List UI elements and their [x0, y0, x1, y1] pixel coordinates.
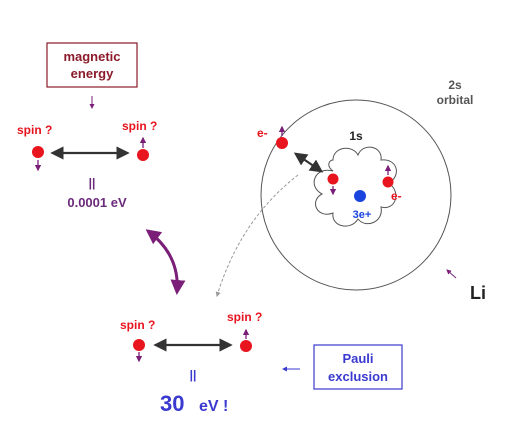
nucleus [354, 190, 366, 202]
orbital-2s-label-line1: 2s [448, 78, 462, 92]
bottom-energy-unit: eV ! [199, 398, 228, 415]
top-spin-right-label: spin ? [122, 119, 157, 133]
bottom-electron-left [133, 339, 145, 351]
pauli-label-line2: exclusion [328, 369, 388, 384]
orbital-1s-label: 1s [349, 129, 363, 143]
element-symbol: Li [470, 283, 486, 303]
electron-interaction-arrow [293, 152, 324, 173]
magnetic-energy-label-line2: energy [71, 66, 114, 81]
top-electron-left [32, 146, 44, 158]
top-electron-pair: spin ? spin ? || 0.0001 eV [17, 119, 157, 210]
orbital-1s-cloud [313, 146, 397, 227]
atom-to-pair-dashed-arrow [215, 174, 299, 297]
orbital-2s-label-line2: orbital [437, 93, 474, 107]
outer-electron-label: e- [257, 126, 268, 140]
bottom-electron-pair: spin ? spin ? || 30 eV ! [120, 310, 262, 416]
magnetic-energy-box: magnetic energy [46, 42, 138, 88]
bottom-spin-left-label: spin ? [120, 318, 155, 332]
bottom-electron-right [240, 340, 252, 352]
inner-electron-2 [382, 176, 394, 188]
nucleus-charge-label: 3e+ [353, 209, 372, 221]
lithium-atom: 2s orbital 1s 3e+ e- e- Li [257, 78, 486, 303]
top-equals-sign: || [89, 176, 96, 190]
bottom-equals-sign: || [190, 368, 197, 382]
comparison-curved-arrow [145, 229, 186, 295]
top-energy-value: 0.0001 eV [67, 195, 127, 210]
inner-electron-1 [327, 173, 339, 185]
pauli-label-line1: Pauli [342, 351, 373, 366]
top-electron-right [137, 149, 149, 161]
top-spin-left-label: spin ? [17, 123, 52, 137]
orbital-2s-circle [260, 99, 452, 291]
pauli-exclusion-box: Pauli exclusion [313, 344, 403, 390]
magnetic-energy-label-line1: magnetic [63, 49, 120, 64]
bottom-energy-value: 30 [160, 391, 184, 416]
inner-electron-label: e- [391, 189, 402, 203]
bottom-spin-right-label: spin ? [227, 310, 262, 324]
element-label-arrow [446, 269, 457, 279]
outer-electron [276, 137, 288, 149]
